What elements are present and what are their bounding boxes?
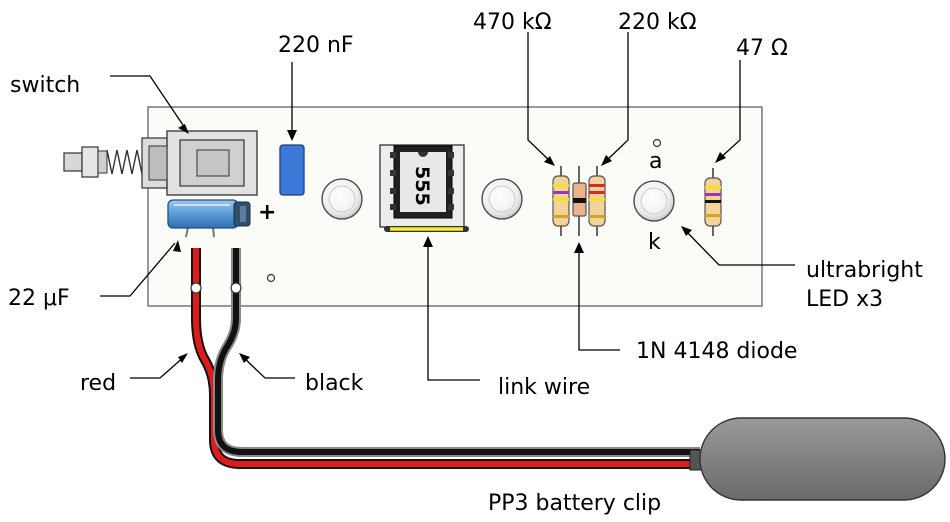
res-220k-label: 220 kΩ [618,10,697,35]
push-switch [63,130,258,196]
led-label-line1: ultrabright [806,258,923,283]
ic-555 [379,144,465,228]
diode-label: 1N 4148 diode [636,339,797,364]
anode-label: a [649,149,662,174]
resistor-220k [588,166,606,236]
cap-22uf-label: 22 μF [8,286,70,311]
switch-label: switch [10,73,80,98]
red-wire-label: red [80,371,116,396]
res-47-label: 47 Ω [736,36,788,61]
led-label-line2: LED x3 [806,287,883,312]
leader-lines [100,32,795,381]
battery-clip [689,417,946,501]
electrolytic-capacitor [167,199,251,238]
resistor-470k [552,166,570,236]
led-1 [321,178,363,220]
battery-clip-label: PP3 battery clip [488,491,661,516]
resistor-47 [704,168,722,236]
anode-hole [652,138,662,148]
led-2 [481,178,523,220]
cap-220nf-label: 220 nF [278,33,354,58]
black-wire-label: black [305,371,364,396]
link-wire-label: link wire [498,375,590,400]
plus-sign: + [258,200,276,225]
mounting-hole [266,273,276,283]
battery-wires [190,248,700,469]
cathode-label: k [648,230,661,255]
res-470k-label: 470 kΩ [473,10,552,35]
capacitor-220nf [279,144,305,196]
diode-1n4148 [572,166,587,236]
ic-label: 555 [411,166,433,206]
led-3 [633,180,675,222]
